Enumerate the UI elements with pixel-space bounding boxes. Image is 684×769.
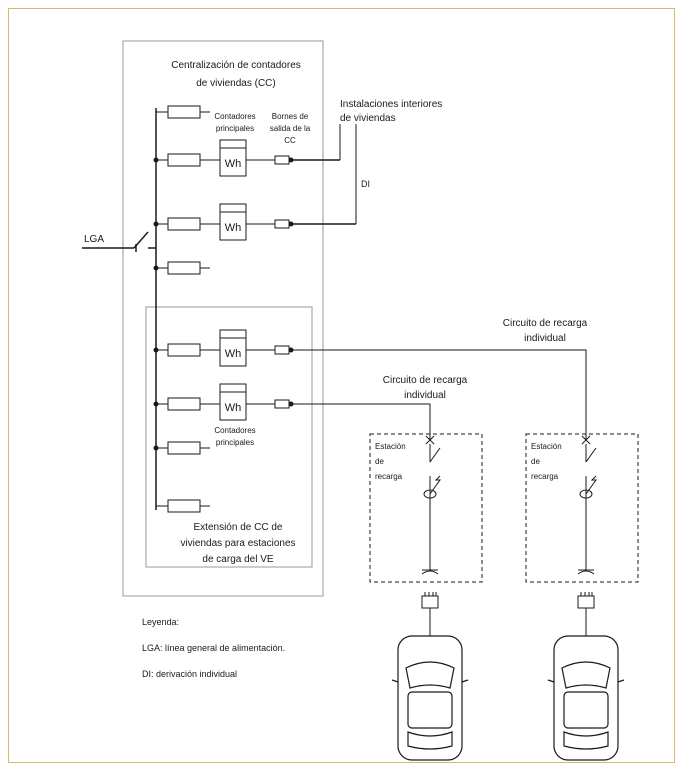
lga-switch <box>82 231 156 252</box>
extension-line-3: de carga del VE <box>202 554 273 565</box>
feeder-row-3 <box>156 203 290 241</box>
charging-station-right-box <box>525 433 639 583</box>
station-mid-label-2: de <box>375 457 384 466</box>
instalaciones-line-2: de viviendas <box>340 113 396 124</box>
bornes-line-3: CC <box>284 136 296 145</box>
charging-station-right-symbol <box>577 435 597 575</box>
instalaciones-line-1: Instalaciones interiores <box>340 99 442 110</box>
cc-title-line-1: Centralización de contadores <box>171 60 301 71</box>
wh-label-1: Wh <box>225 158 242 170</box>
station-mid-label-3: recarga <box>375 472 403 481</box>
circuito-mid-line-1: Circuito de recarga <box>383 375 468 386</box>
outer-frame <box>8 8 675 763</box>
feeder-row-2 <box>156 139 290 177</box>
bornes-line-2: salida de la <box>270 124 311 133</box>
feeder-row-8 <box>156 499 210 513</box>
legend-di: DI: derivación individual <box>142 669 237 679</box>
extension-line-1: Extensión de CC de <box>194 522 283 533</box>
feeder-row-6 <box>156 383 290 421</box>
contadores-top-line-2: principales <box>216 124 254 133</box>
cc-title-line-2: de viviendas (CC) <box>196 78 275 89</box>
connector-right-icon <box>577 592 595 636</box>
feeder-row-7 <box>156 441 210 455</box>
ev-circuit-right <box>291 349 587 440</box>
feeder-row-5 <box>156 329 290 367</box>
charging-station-mid-symbol <box>421 435 441 575</box>
di-label: DI <box>361 179 370 189</box>
contadores-top-line-1: Contadores <box>214 112 255 121</box>
circuito-right-line-1: Circuito de recarga <box>503 318 588 329</box>
station-right-label-3: recarga <box>531 472 559 481</box>
feeder-row-4 <box>156 261 210 275</box>
legend-title: Leyenda: <box>142 617 179 627</box>
feeder-row-1 <box>156 105 210 119</box>
extension-line-2: viviendas para estaciones <box>180 538 295 549</box>
connector-mid-icon <box>421 592 439 636</box>
contadores-bottom-line-1: Contadores <box>214 426 255 435</box>
station-right-label-1: Estación <box>531 442 562 451</box>
station-mid-label-1: Estación <box>375 442 406 451</box>
circuito-mid-line-2: individual <box>404 390 446 401</box>
car-right-icon <box>547 635 625 761</box>
charging-station-mid-box <box>369 433 483 583</box>
legend-lga: LGA: línea general de alimentación. <box>142 643 285 653</box>
cc-box <box>122 40 324 597</box>
wh-label-3: Wh <box>225 348 242 360</box>
wh-label-2: Wh <box>225 222 242 234</box>
extension-box <box>145 306 313 568</box>
ev-circuit-mid <box>291 403 431 440</box>
wh-label-4: Wh <box>225 402 242 414</box>
car-mid-icon <box>391 635 469 761</box>
contadores-bottom-line-2: principales <box>216 438 254 447</box>
bornes-line-1: Bornes de <box>272 112 309 121</box>
circuito-right-line-2: individual <box>524 333 566 344</box>
station-right-label-2: de <box>531 457 540 466</box>
lga-label: LGA <box>84 234 104 245</box>
